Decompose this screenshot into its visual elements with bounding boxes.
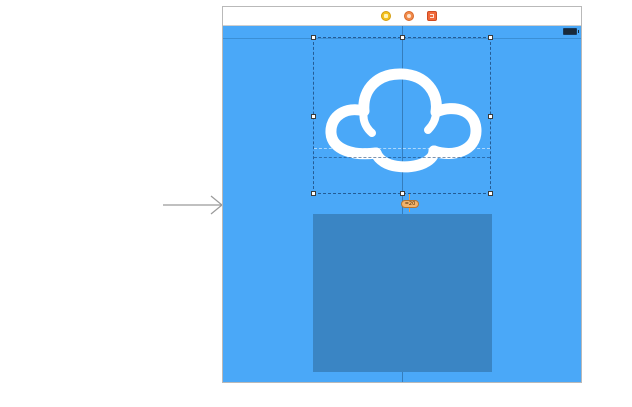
resize-handle-left[interactable] <box>311 114 316 119</box>
cloud-image-view[interactable] <box>311 35 493 196</box>
view-controller-scene[interactable]: =20 <box>222 6 582 383</box>
root-view[interactable]: =20 <box>223 26 581 382</box>
resize-handle-right[interactable] <box>488 114 493 119</box>
image-inner-guide <box>314 148 490 149</box>
scene-dock <box>223 7 581 26</box>
arrow-right-icon[interactable] <box>163 194 225 216</box>
constraint-badge[interactable]: =20 <box>401 200 419 208</box>
image-lower-guide <box>314 157 490 158</box>
resize-handle-bottom[interactable] <box>400 191 405 196</box>
resize-handle-top[interactable] <box>400 35 405 40</box>
view-controller-icon[interactable] <box>381 11 391 21</box>
resize-handle-top-right[interactable] <box>488 35 493 40</box>
battery-icon <box>563 28 579 35</box>
first-responder-icon[interactable] <box>404 11 414 21</box>
content-panel-view[interactable] <box>313 214 492 372</box>
resize-handle-bottom-right[interactable] <box>488 191 493 196</box>
resize-handle-top-left[interactable] <box>311 35 316 40</box>
exit-icon[interactable] <box>427 11 437 21</box>
resize-handle-bottom-left[interactable] <box>311 191 316 196</box>
cloud-icon <box>325 68 482 173</box>
